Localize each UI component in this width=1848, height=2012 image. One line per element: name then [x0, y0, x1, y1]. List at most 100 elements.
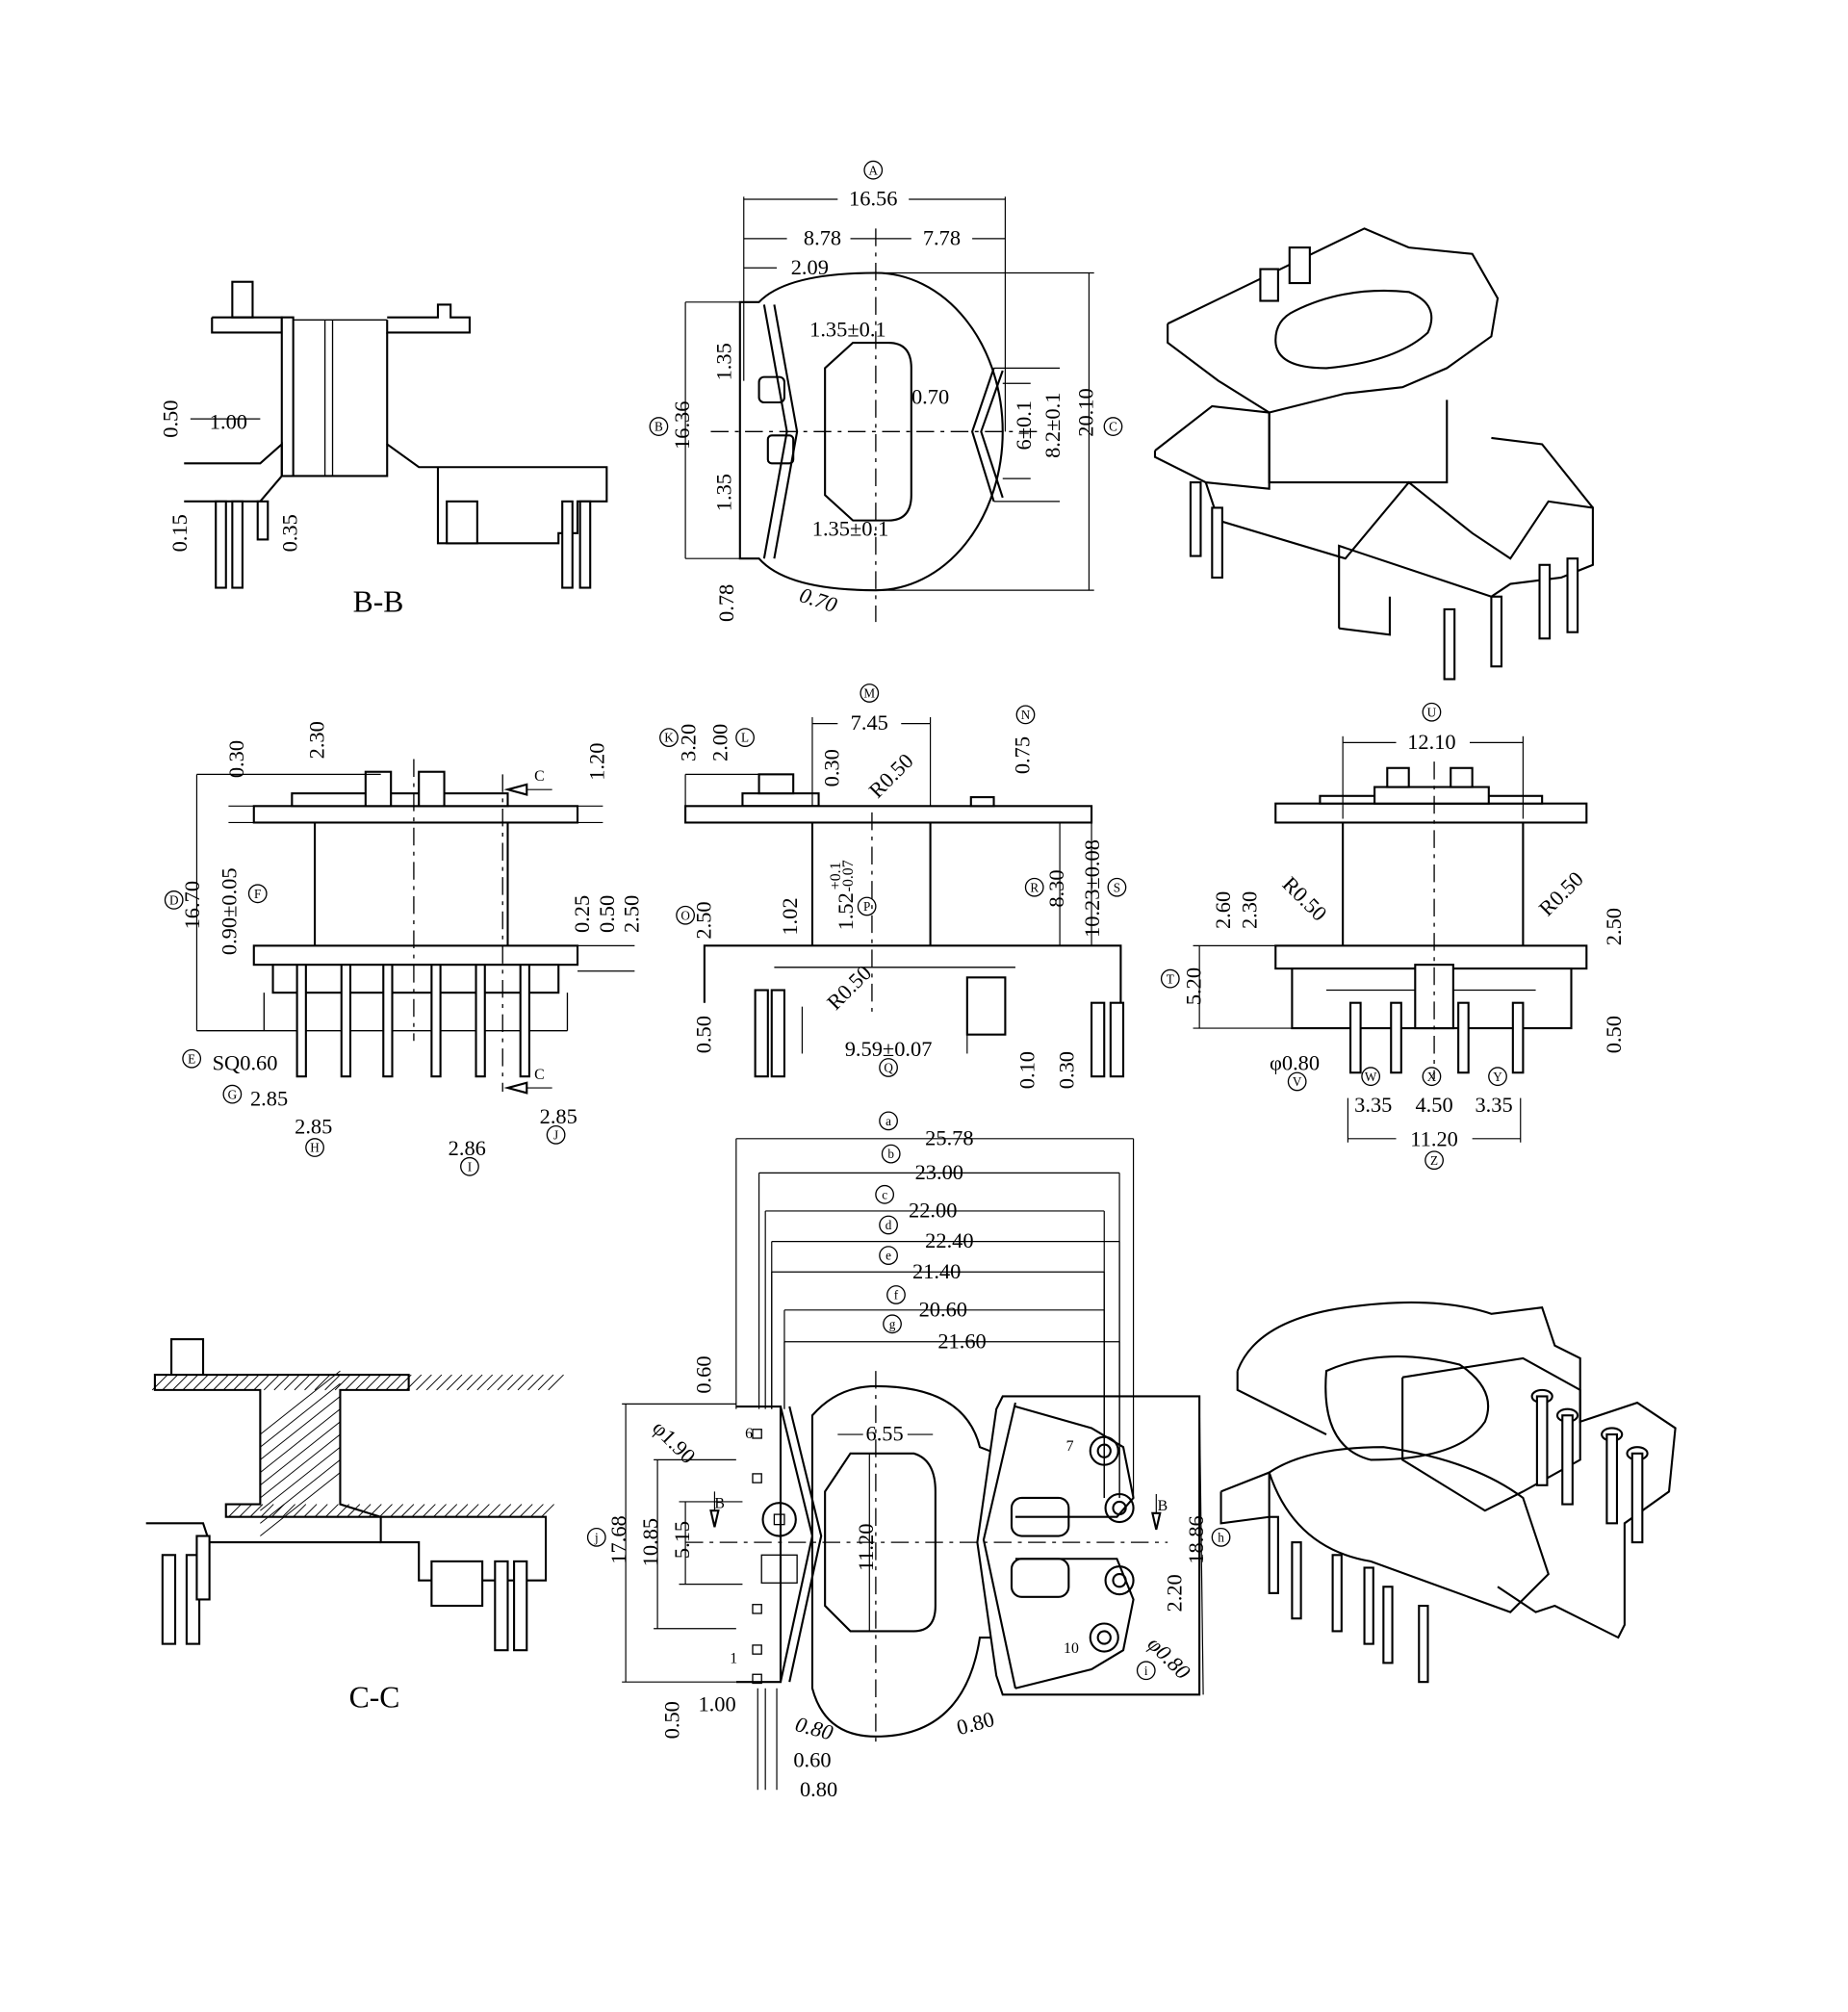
callout-l: L	[735, 728, 755, 748]
callout-letter: i	[1144, 1664, 1148, 1678]
dimension-label: 16.70	[180, 881, 204, 929]
dimension-label: 2.09	[791, 255, 829, 279]
callout-letter: G	[228, 1087, 238, 1101]
callout-s: S	[1107, 877, 1127, 897]
callout-t: T	[1160, 968, 1180, 989]
dimension-label: B	[714, 1496, 725, 1512]
section-title: B-B	[353, 585, 404, 619]
dimension-label: 0.30	[224, 740, 248, 778]
dimension-label: 22.00	[909, 1199, 957, 1223]
pin-hole	[1089, 1622, 1119, 1653]
pin	[519, 964, 530, 1078]
callout-j: j	[586, 1527, 606, 1547]
callout-z: Z	[1424, 1150, 1444, 1171]
callout-m: M	[860, 684, 880, 703]
callout-letter: c	[882, 1187, 887, 1201]
callout-g: g	[883, 1314, 902, 1334]
top-view	[684, 196, 1094, 623]
pin-number: 10	[1064, 1640, 1079, 1657]
isometric-view-top	[1153, 227, 1594, 681]
dimension-label: 2.30	[304, 721, 328, 759]
callout-letter: j	[594, 1530, 599, 1544]
pin-number: 7	[1066, 1438, 1074, 1455]
dimension-label: 0.50	[660, 1701, 684, 1739]
dimension-label: B	[1158, 1498, 1168, 1514]
callout-letter: K	[664, 731, 674, 745]
callout-f: f	[886, 1285, 906, 1304]
dimension-label: 0.15	[167, 514, 192, 552]
pin-slot	[752, 1473, 762, 1483]
pin-slot	[752, 1604, 762, 1614]
dimension-label: R0.50	[1534, 866, 1588, 920]
dimension-label: 2.85	[250, 1087, 288, 1111]
callout-j: J	[546, 1124, 566, 1145]
callout-w: W	[1361, 1067, 1381, 1087]
callout-g: G	[222, 1084, 243, 1104]
callout-v: V	[1287, 1071, 1307, 1092]
callout-letter: T	[1167, 971, 1174, 986]
callout-letter: d	[886, 1218, 892, 1232]
dimension-label: 2.20	[1163, 1574, 1187, 1612]
callout-letter: P	[863, 899, 870, 914]
bottom-view	[622, 1138, 1204, 1791]
dimension-label: 0.78	[714, 584, 738, 622]
dimension-label: SQ0.60	[213, 1051, 278, 1075]
dimension-label: 0.70	[911, 384, 949, 408]
callout-letter: B	[654, 420, 663, 434]
callout-letter: E	[188, 1051, 195, 1066]
dimension-label: 3.35	[1475, 1093, 1512, 1117]
callout-o: O	[676, 905, 695, 925]
callout-letter: a	[886, 1114, 891, 1128]
dimension-label: 21.60	[937, 1328, 986, 1353]
dimension-label: 1.35	[712, 343, 736, 380]
dimension-label: 10.23±0.08	[1080, 839, 1104, 938]
dimension-label: 2.00	[708, 724, 732, 761]
callout-letter: Y	[1493, 1070, 1502, 1084]
pin	[382, 964, 394, 1078]
dimension-label: 0.80	[954, 1707, 996, 1740]
callout-letter: C	[1109, 420, 1117, 434]
dimension-label: 0.75	[1010, 736, 1034, 774]
dimension-label: 16.36	[670, 401, 694, 450]
callout-letter: I	[468, 1159, 472, 1174]
dimension-label: 1.20	[585, 743, 609, 781]
callout-letter: b	[887, 1147, 894, 1161]
dimension-label: 2.60	[1211, 891, 1235, 929]
dimension-label: 16.56	[849, 187, 897, 211]
callout-letter: A	[868, 163, 878, 177]
callout-letter: J	[553, 1127, 558, 1142]
dimension-label: 0.10	[1015, 1051, 1040, 1089]
callout-letter: f	[894, 1288, 899, 1303]
dimension-label: 8.2±0.1	[1040, 393, 1065, 458]
dimension-label: 0.80	[800, 1777, 837, 1801]
section-cc-view	[145, 1338, 564, 1652]
dimension-label: 8.30	[1044, 869, 1068, 907]
dimension-label: 17.68	[606, 1515, 630, 1563]
dimension-label: 6.55	[866, 1422, 904, 1446]
dimension-label: 21.40	[912, 1259, 961, 1283]
dimension-label: R0.50	[822, 961, 876, 1015]
callout-h: H	[305, 1138, 324, 1157]
dimension-label: 23.00	[915, 1160, 963, 1184]
callout-k: K	[659, 728, 679, 748]
callout-u: U	[1422, 702, 1442, 722]
callout-letter: M	[863, 686, 875, 701]
dimension-label: 22.40	[925, 1228, 973, 1252]
dimension-label: 2.86	[449, 1136, 486, 1160]
dimension-label: 7.78	[923, 225, 961, 249]
dimension-label: 0.30	[820, 749, 844, 787]
callout-i: I	[460, 1156, 479, 1176]
dimension-label: C	[534, 768, 545, 785]
callout-letter: O	[680, 908, 690, 922]
pin	[295, 964, 307, 1078]
dimension-label: 0.60	[793, 1748, 831, 1772]
dimension-label: 18.86	[1184, 1515, 1208, 1563]
pin	[340, 964, 352, 1078]
callout-b: b	[881, 1144, 901, 1164]
dimension-label: 0.30	[1055, 1051, 1079, 1089]
dimension-label: 0.25	[570, 895, 594, 933]
dimension-label: 2.30	[1237, 891, 1261, 929]
dimension-label: C	[534, 1067, 545, 1083]
callout-a: A	[863, 160, 884, 180]
section-title: C-C	[349, 1681, 400, 1715]
